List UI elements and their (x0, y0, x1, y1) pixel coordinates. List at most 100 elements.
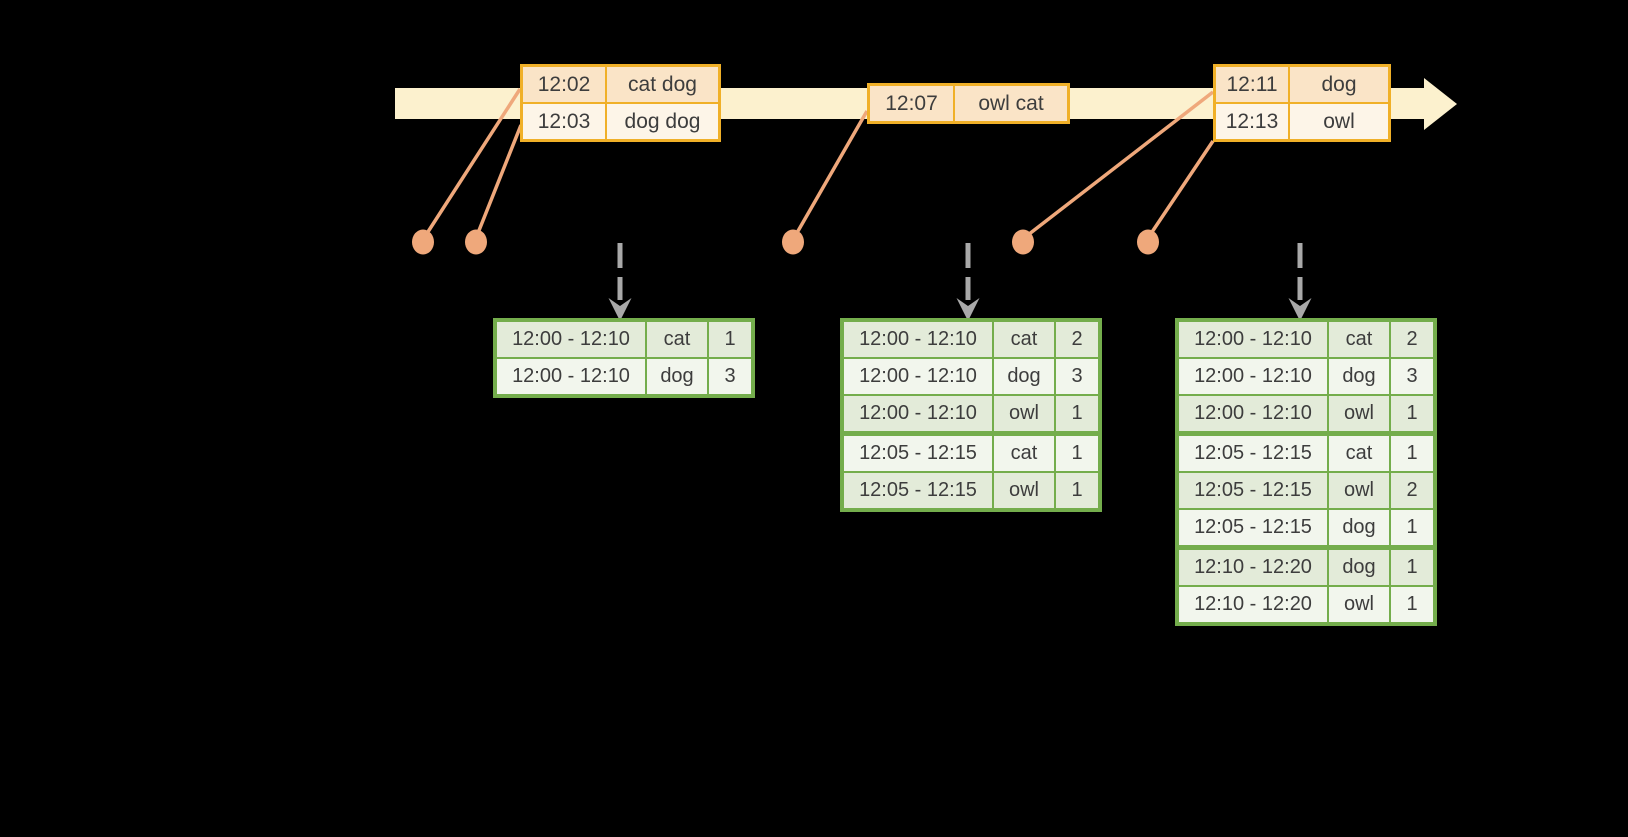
trigger-arrow-head (956, 298, 980, 321)
count-cell: 3 (1391, 359, 1433, 394)
word-cell: cat (1329, 436, 1389, 471)
result-row: 12:00 - 12:10 dog 3 (844, 359, 1098, 394)
window-cell: 12:05 - 12:15 (1179, 436, 1327, 471)
window-cell: 12:05 - 12:15 (1179, 510, 1327, 545)
result-row: 12:05 - 12:15 cat 1 (844, 436, 1098, 471)
window-group: 12:05 - 12:15 cat 1 12:05 - 12:15 owl 2 … (1179, 436, 1433, 545)
event-connector-line (1022, 90, 1215, 240)
word-cell: owl (1329, 473, 1389, 508)
count-cell: 3 (709, 359, 751, 394)
window-cell: 12:00 - 12:10 (1179, 359, 1327, 394)
count-cell: 1 (1391, 587, 1433, 622)
count-cell: 1 (1056, 396, 1098, 431)
event-words-cell: owl cat (955, 86, 1067, 121)
count-cell: 1 (1056, 436, 1098, 471)
count-cell: 1 (1391, 550, 1433, 585)
window-group: 12:00 - 12:10 cat 2 12:00 - 12:10 dog 3 … (1179, 322, 1433, 431)
word-cell: owl (1329, 396, 1389, 431)
window-cell: 12:00 - 12:10 (497, 359, 645, 394)
count-cell: 1 (1391, 510, 1433, 545)
trigger-arrow (608, 243, 632, 321)
result-row: 12:10 - 12:20 dog 1 (1179, 550, 1433, 585)
word-cell: cat (994, 436, 1054, 471)
event-connector-line (1146, 140, 1215, 239)
result-row: 12:05 - 12:15 dog 1 (1179, 510, 1433, 545)
window-cell: 12:05 - 12:15 (844, 436, 992, 471)
event-connector-line (422, 88, 522, 239)
result-row: 12:00 - 12:10 cat 2 (1179, 322, 1433, 357)
word-cell: cat (647, 322, 707, 357)
event-table: 12:11 dog 12:13 owl (1213, 64, 1391, 142)
window-group: 12:00 - 12:10 cat 2 12:00 - 12:10 dog 3 … (844, 322, 1098, 431)
event-words-cell: dog dog (607, 104, 718, 139)
result-row: 12:00 - 12:10 dog 3 (1179, 359, 1433, 394)
word-cell: dog (647, 359, 707, 394)
result-row: 12:05 - 12:15 owl 1 (844, 473, 1098, 508)
event-time-cell: 12:07 (870, 86, 953, 121)
event-time-dot (1137, 229, 1159, 255)
result-table: 12:00 - 12:10 cat 2 12:00 - 12:10 dog 3 … (1175, 318, 1437, 626)
window-cell: 12:10 - 12:20 (1179, 587, 1327, 622)
trigger-arrow-head (1288, 298, 1312, 321)
word-cell: dog (1329, 550, 1389, 585)
event-words-cell: owl (1290, 104, 1388, 139)
result-row: 12:05 - 12:15 owl 2 (1179, 473, 1433, 508)
count-cell: 2 (1391, 322, 1433, 357)
window-cell: 12:05 - 12:15 (844, 473, 992, 508)
result-row: 12:00 - 12:10 cat 2 (844, 322, 1098, 357)
word-cell: cat (1329, 322, 1389, 357)
count-cell: 1 (1056, 473, 1098, 508)
word-cell: owl (994, 473, 1054, 508)
result-row: 12:10 - 12:20 owl 1 (1179, 587, 1433, 622)
result-table: 12:00 - 12:10 cat 1 12:00 - 12:10 dog 3 (493, 318, 755, 398)
result-row: 12:00 - 12:10 cat 1 (497, 322, 751, 357)
result-table: 12:00 - 12:10 cat 2 12:00 - 12:10 dog 3 … (840, 318, 1102, 512)
event-table: 12:07 owl cat (867, 83, 1070, 124)
window-group: 12:00 - 12:10 cat 1 12:00 - 12:10 dog 3 (497, 322, 751, 394)
event-row: 12:03 dog dog (523, 104, 718, 139)
window-cell: 12:00 - 12:10 (844, 359, 992, 394)
event-time-cell: 12:03 (523, 104, 605, 139)
word-cell: dog (1329, 359, 1389, 394)
event-time-dot (465, 229, 487, 255)
event-table: 12:02 cat dog 12:03 dog dog (520, 64, 721, 142)
window-cell: 12:05 - 12:15 (1179, 473, 1327, 508)
count-cell: 1 (709, 322, 751, 357)
window-cell: 12:00 - 12:10 (1179, 322, 1327, 357)
event-row: 12:11 dog (1216, 67, 1388, 102)
word-cell: owl (1329, 587, 1389, 622)
event-row: 12:02 cat dog (523, 67, 718, 102)
event-connector-line (474, 124, 523, 239)
event-time-cell: 12:13 (1216, 104, 1288, 139)
event-time-dot (1012, 229, 1034, 255)
result-row: 12:05 - 12:15 cat 1 (1179, 436, 1433, 471)
event-connector-line (792, 110, 869, 239)
window-cell: 12:00 - 12:10 (844, 396, 992, 431)
count-cell: 2 (1391, 473, 1433, 508)
event-words-cell: cat dog (607, 67, 718, 102)
window-group: 12:05 - 12:15 cat 1 12:05 - 12:15 owl 1 (844, 436, 1098, 508)
result-row: 12:00 - 12:10 dog 3 (497, 359, 751, 394)
result-row: 12:00 - 12:10 owl 1 (844, 396, 1098, 431)
count-cell: 2 (1056, 322, 1098, 357)
window-cell: 12:00 - 12:10 (497, 322, 645, 357)
window-cell: 12:10 - 12:20 (1179, 550, 1327, 585)
event-time-dot (782, 229, 804, 255)
event-row: 12:13 owl (1216, 104, 1388, 139)
count-cell: 1 (1391, 396, 1433, 431)
event-row: 12:07 owl cat (870, 86, 1067, 121)
timeline-arrow-head (1424, 78, 1457, 130)
trigger-arrow (956, 243, 980, 321)
count-cell: 1 (1391, 436, 1433, 471)
word-cell: dog (1329, 510, 1389, 545)
event-time-cell: 12:02 (523, 67, 605, 102)
word-cell: cat (994, 322, 1054, 357)
window-cell: 12:00 - 12:10 (1179, 396, 1327, 431)
event-time-dot (412, 229, 434, 255)
window-cell: 12:00 - 12:10 (844, 322, 992, 357)
trigger-arrow-head (608, 298, 632, 321)
count-cell: 3 (1056, 359, 1098, 394)
event-time-cell: 12:11 (1216, 67, 1288, 102)
event-words-cell: dog (1290, 67, 1388, 102)
